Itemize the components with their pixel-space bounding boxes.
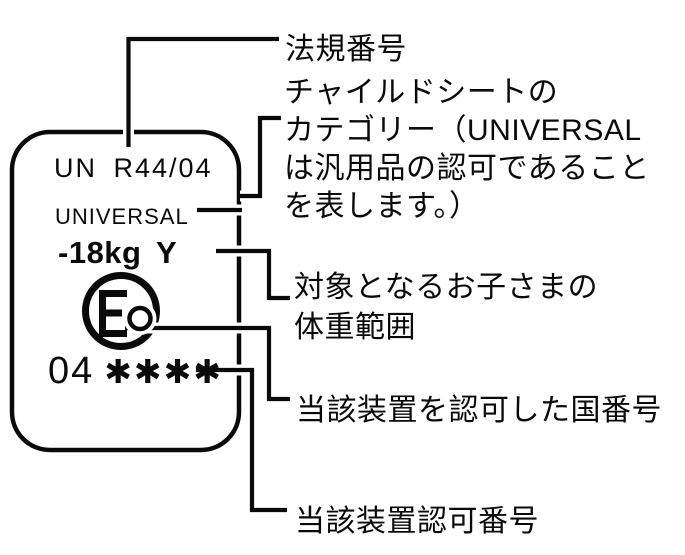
regulation-code-text: UN R44/04	[54, 153, 213, 183]
callout-country-number	[125, 322, 290, 405]
e-mark-ring-icon	[82, 272, 160, 350]
annotation-country-number: 当該装置を認可した国番号	[296, 394, 662, 427]
approval-number-prefix: 04	[48, 350, 95, 392]
annotation-category-line2: カテゴリー（UNIVERSAL	[284, 114, 642, 147]
callout-device-approval-number	[196, 364, 287, 516]
annotation-category-line4: を表します。）	[284, 190, 480, 223]
annotation-weight-range-line2: 体重範囲	[294, 311, 416, 344]
annotation-weight-range-line1: 対象となるお子さまの	[294, 271, 599, 304]
annotation-device-approval-number: 当該装置認可番号	[295, 505, 539, 538]
e-mark-country-circle-icon	[123, 302, 157, 335]
annotation-weight-range: 対象となるお子さまの 体重範囲	[294, 268, 598, 348]
callout-regulation-number	[123, 33, 279, 147]
weight-range-text: -18kg Y	[58, 235, 178, 270]
e-mark-letter-icon	[99, 290, 127, 337]
annotation-category: チャイルドシートの カテゴリー（UNIVERSAL は汎用品の認可であること を…	[284, 74, 650, 226]
callout-weight-range	[216, 245, 290, 304]
annotation-category-line3: は汎用品の認可であること	[284, 152, 650, 185]
approval-number-text: 04✱✱✱✱	[48, 350, 223, 393]
annotation-category-line1: チャイルドシートの	[284, 76, 559, 109]
annotation-regulation-number: 法規番号	[285, 33, 407, 66]
approval-number-stars: ✱✱✱✱	[104, 353, 223, 390]
callout-category	[197, 112, 281, 216]
universal-category-text: UNIVERSAL	[55, 204, 189, 229]
